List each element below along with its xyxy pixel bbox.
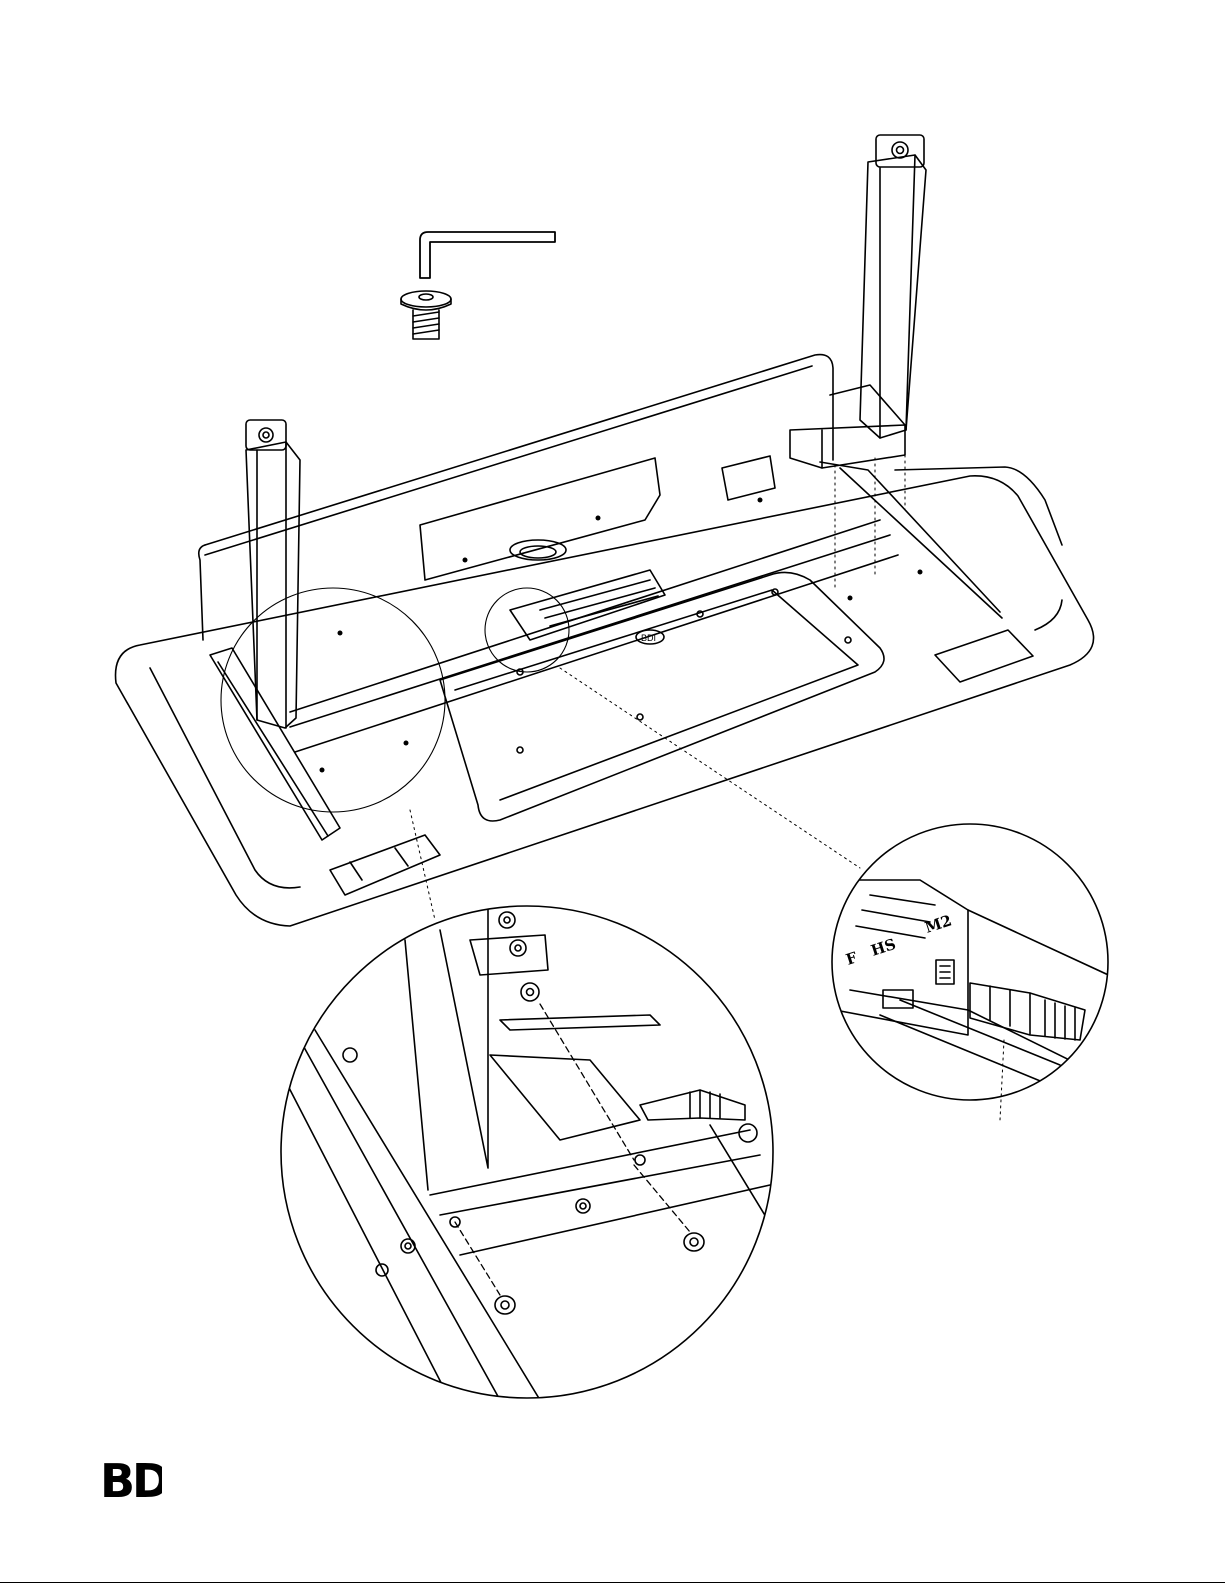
- flat-head-screw-icon: [401, 291, 451, 339]
- detail-leg-attachment: [281, 905, 780, 1400]
- left-leg: [246, 420, 300, 728]
- leader-lines: [410, 455, 1004, 1120]
- allen-wrench-icon: [420, 232, 555, 278]
- port-label-m2: M2: [923, 911, 954, 936]
- control-box-mark: BDI: [641, 633, 656, 643]
- bdi-logo: BDi: [100, 1455, 162, 1500]
- frame-rails: [210, 456, 1033, 895]
- right-leg: [790, 135, 926, 468]
- detail-connector: F HS M2: [832, 824, 1130, 1100]
- keyboard-tray: [440, 572, 884, 821]
- bdi-logo-text: BDi: [100, 1455, 162, 1500]
- port-label-hs: HS: [869, 935, 898, 960]
- screw-drop: [495, 983, 704, 1314]
- fastener-points: [320, 498, 923, 773]
- port-label-f: F: [844, 948, 860, 969]
- page-bottom-rule: [0, 1582, 1225, 1583]
- callout-circle-connector: [485, 588, 569, 672]
